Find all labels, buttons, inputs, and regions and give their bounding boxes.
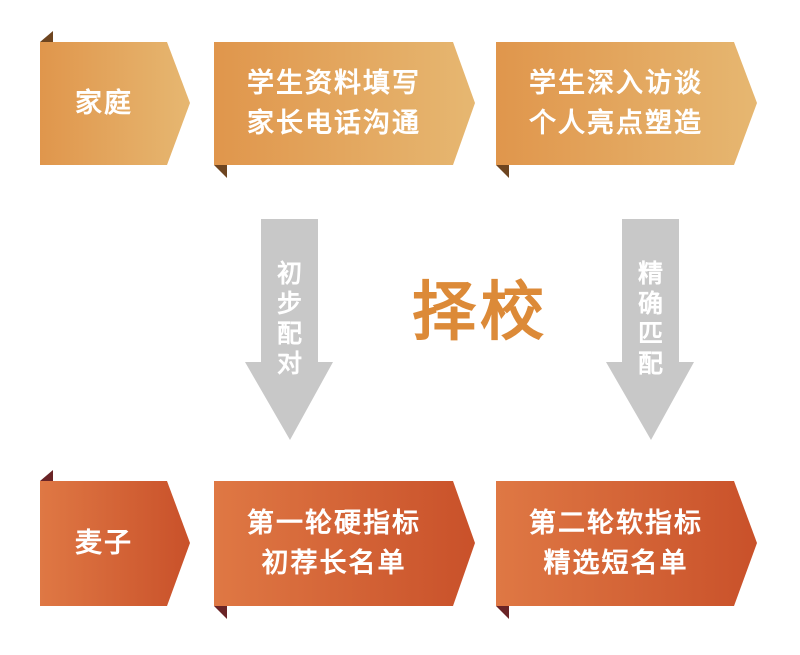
fold-corner-icon — [214, 606, 227, 619]
fold-corner-icon — [496, 165, 509, 178]
box-shape — [214, 42, 475, 178]
bottom-step1-label: 第一轮硬指标 初荐长名单 — [247, 507, 421, 579]
bottom-step2-box: 第二轮软指标 精选短名单 — [496, 481, 761, 621]
box-shape — [214, 481, 475, 619]
right-arrow-label: 精 确 匹 配 — [637, 259, 663, 378]
bottom-source-label: 麦子 — [75, 527, 133, 559]
bottom-step2-label: 第二轮软指标 精选短名单 — [529, 507, 703, 579]
fold-corner-icon — [214, 165, 227, 178]
bottom-source-box: 麦子 — [40, 470, 200, 610]
top-step1-box: 学生资料填写 家长电话沟通 — [214, 42, 479, 182]
top-source-box: 家庭 — [40, 31, 200, 171]
box-shape — [496, 42, 757, 178]
box-shape — [40, 31, 190, 165]
box-shape — [496, 481, 757, 619]
top-step1-label: 学生资料填写 家长电话沟通 — [247, 67, 421, 139]
arrow-down-icon — [245, 219, 333, 440]
bottom-step1-box: 第一轮硬指标 初荐长名单 — [214, 481, 479, 621]
right-down-arrow: 精 确 匹 配 — [606, 219, 696, 441]
top-step2-label: 学生深入访谈 个人亮点塑造 — [529, 67, 703, 139]
fold-corner-icon — [40, 31, 53, 42]
center-title: 择校 — [412, 276, 548, 350]
top-step2-box: 学生深入访谈 个人亮点塑造 — [496, 42, 761, 182]
top-source-label: 家庭 — [75, 87, 133, 119]
fold-corner-icon — [496, 606, 509, 619]
box-shape — [40, 470, 190, 606]
arrow-down-icon — [606, 219, 694, 440]
left-arrow-label: 初 步 配 对 — [276, 259, 302, 378]
fold-corner-icon — [40, 470, 53, 481]
left-down-arrow: 初 步 配 对 — [245, 219, 335, 441]
